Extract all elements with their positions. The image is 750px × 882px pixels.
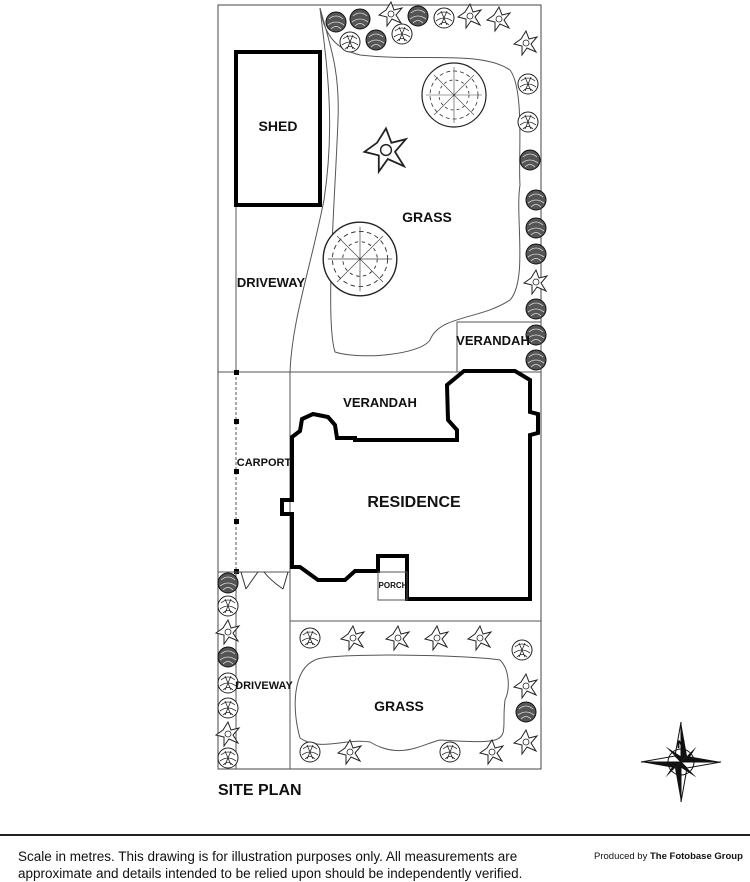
- driveway-top-label: DRIVEWAY: [237, 275, 305, 290]
- grass-top-label: GRASS: [402, 209, 452, 225]
- disclaimer-text: Scale in metres. This drawing is for ill…: [18, 849, 523, 881]
- verandah-small-label: VERANDAH: [456, 333, 530, 348]
- credit-line: Produced by The Fotobase Group: [594, 851, 743, 862]
- grass-bottom-label: GRASS: [374, 698, 424, 714]
- company-name: The Fotobase Group: [649, 851, 743, 862]
- site-plan-title: SITE PLAN: [218, 782, 302, 799]
- site-plan-drawing: SHED GRASS DRIVEWAY VERANDAH VERANDAH CA…: [215, 1, 722, 803]
- lot-boundary: [217, 4, 542, 770]
- north-label: N: [677, 739, 685, 751]
- large-tree-icon: [421, 62, 487, 128]
- lower-lawn-outline: [294, 654, 509, 752]
- residence-outline: [280, 369, 540, 601]
- carport-label: CARPORT: [237, 457, 292, 469]
- porch-label: PORCH: [379, 581, 408, 590]
- verandah-main-label: VERANDAH: [343, 395, 417, 410]
- residence-label: RESIDENCE: [367, 494, 461, 511]
- compass-rose-icon: N: [640, 721, 722, 803]
- porch-outline: [377, 571, 408, 601]
- produced-by-label: Produced by: [594, 851, 648, 862]
- shrub-icon-group-bottom: [215, 572, 538, 769]
- driveway-edge: [289, 7, 331, 373]
- large-tree-icon-2: [322, 221, 398, 297]
- driveway-bottom-label: DRIVEWAY: [235, 680, 293, 692]
- footer-divider: [0, 834, 750, 836]
- upper-lawn-outline: [319, 7, 521, 357]
- shed-label: SHED: [259, 118, 298, 134]
- star-shrub-icon: [363, 127, 407, 173]
- gate: [240, 571, 289, 590]
- shed-outline: [234, 50, 322, 207]
